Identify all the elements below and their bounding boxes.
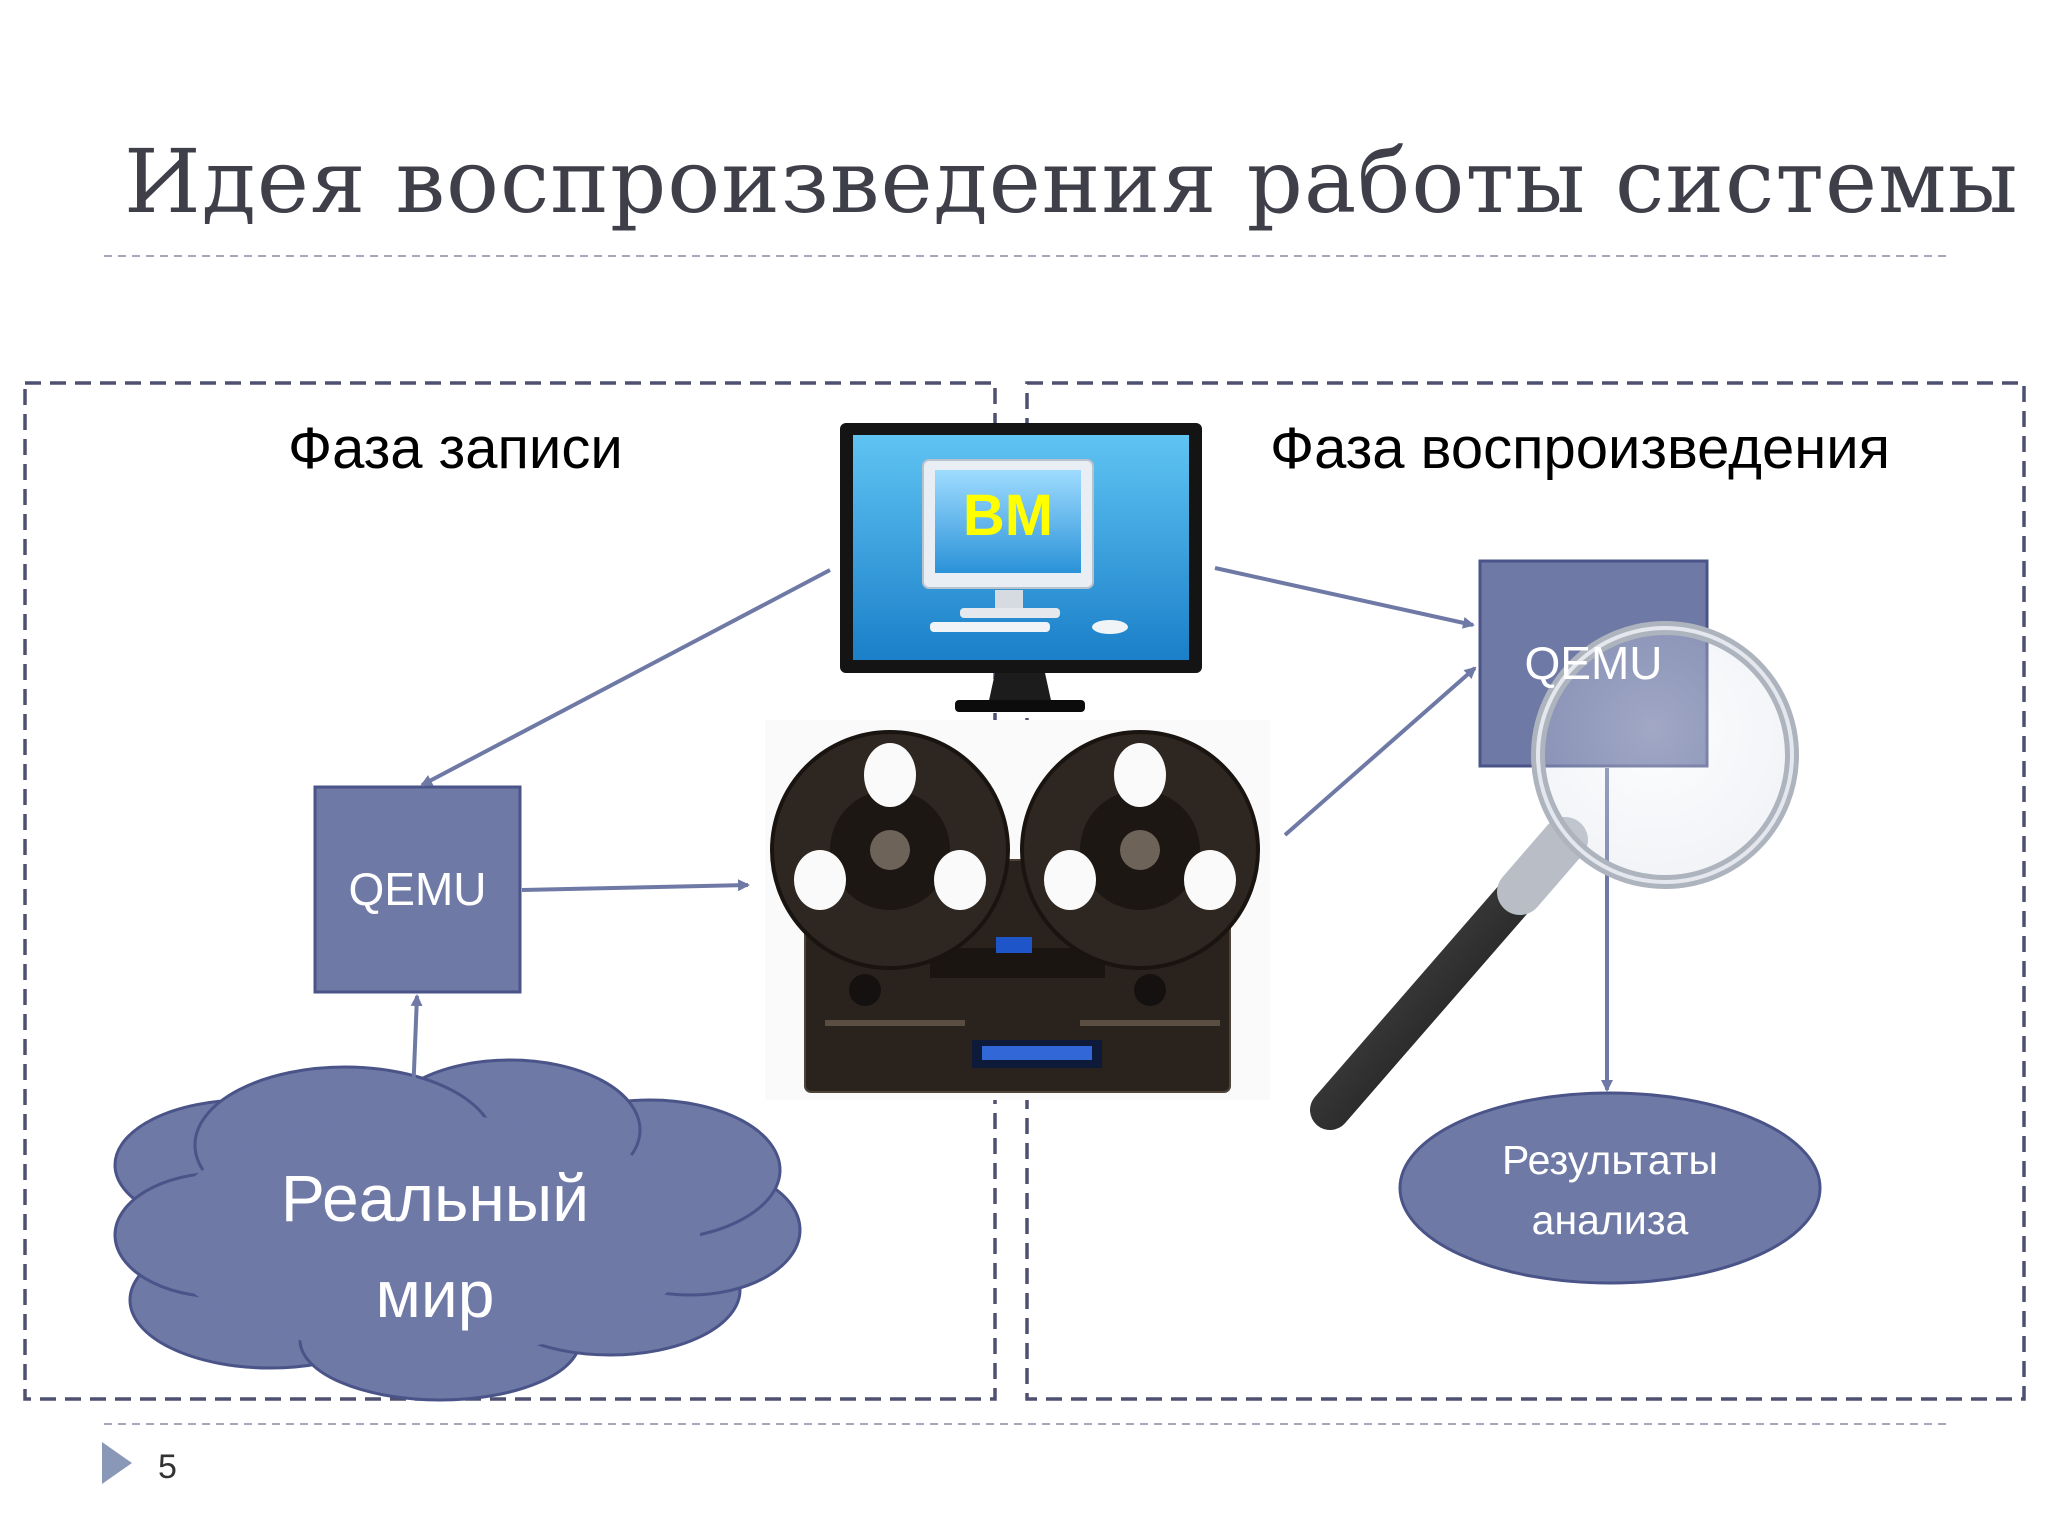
real-world-line2: мир — [375, 1257, 495, 1331]
arrow-vm-to-recording-qemu — [420, 568, 831, 787]
vm-label: ВМ — [962, 483, 1054, 548]
slide-bullet-icon — [102, 1442, 132, 1484]
recording-qemu-box — [313, 785, 522, 994]
real-world-line1: Реальный — [280, 1161, 590, 1235]
tape-recorder-icon — [765, 720, 1270, 1100]
analysis-results-line2: анализа — [1531, 1197, 1689, 1243]
arrow-qemu-to-recorder — [521, 879, 750, 892]
real-world-label: Реальный мир — [220, 1150, 650, 1342]
replay-qemu-label: QEMU — [1524, 637, 1663, 689]
replay-phase-label: Фаза воспроизведения — [1270, 416, 1891, 481]
page-number: 5 — [158, 1448, 177, 1486]
arrow-recorder-to-replay-qemu — [1283, 666, 1477, 837]
arrow-world-to-qemu — [410, 994, 423, 1121]
vm-monitor-icon — [840, 423, 1202, 712]
magnifier-icon — [1310, 621, 1799, 1130]
analysis-results-label: Результаты анализа — [1420, 1130, 1800, 1250]
arrow-vm-to-replay-qemu — [1214, 566, 1475, 629]
recording-qemu-label: QEMU — [348, 863, 487, 915]
recording-phase-label: Фаза записи — [288, 416, 623, 481]
analysis-results-ellipse — [1398, 1091, 1822, 1285]
replay-phase-frame — [1025, 381, 2026, 1401]
real-world-cloud — [113, 1058, 802, 1402]
slide-title: Идея воспроизведения работы системы — [124, 130, 2019, 233]
analysis-results-line1: Результаты — [1502, 1137, 1718, 1183]
